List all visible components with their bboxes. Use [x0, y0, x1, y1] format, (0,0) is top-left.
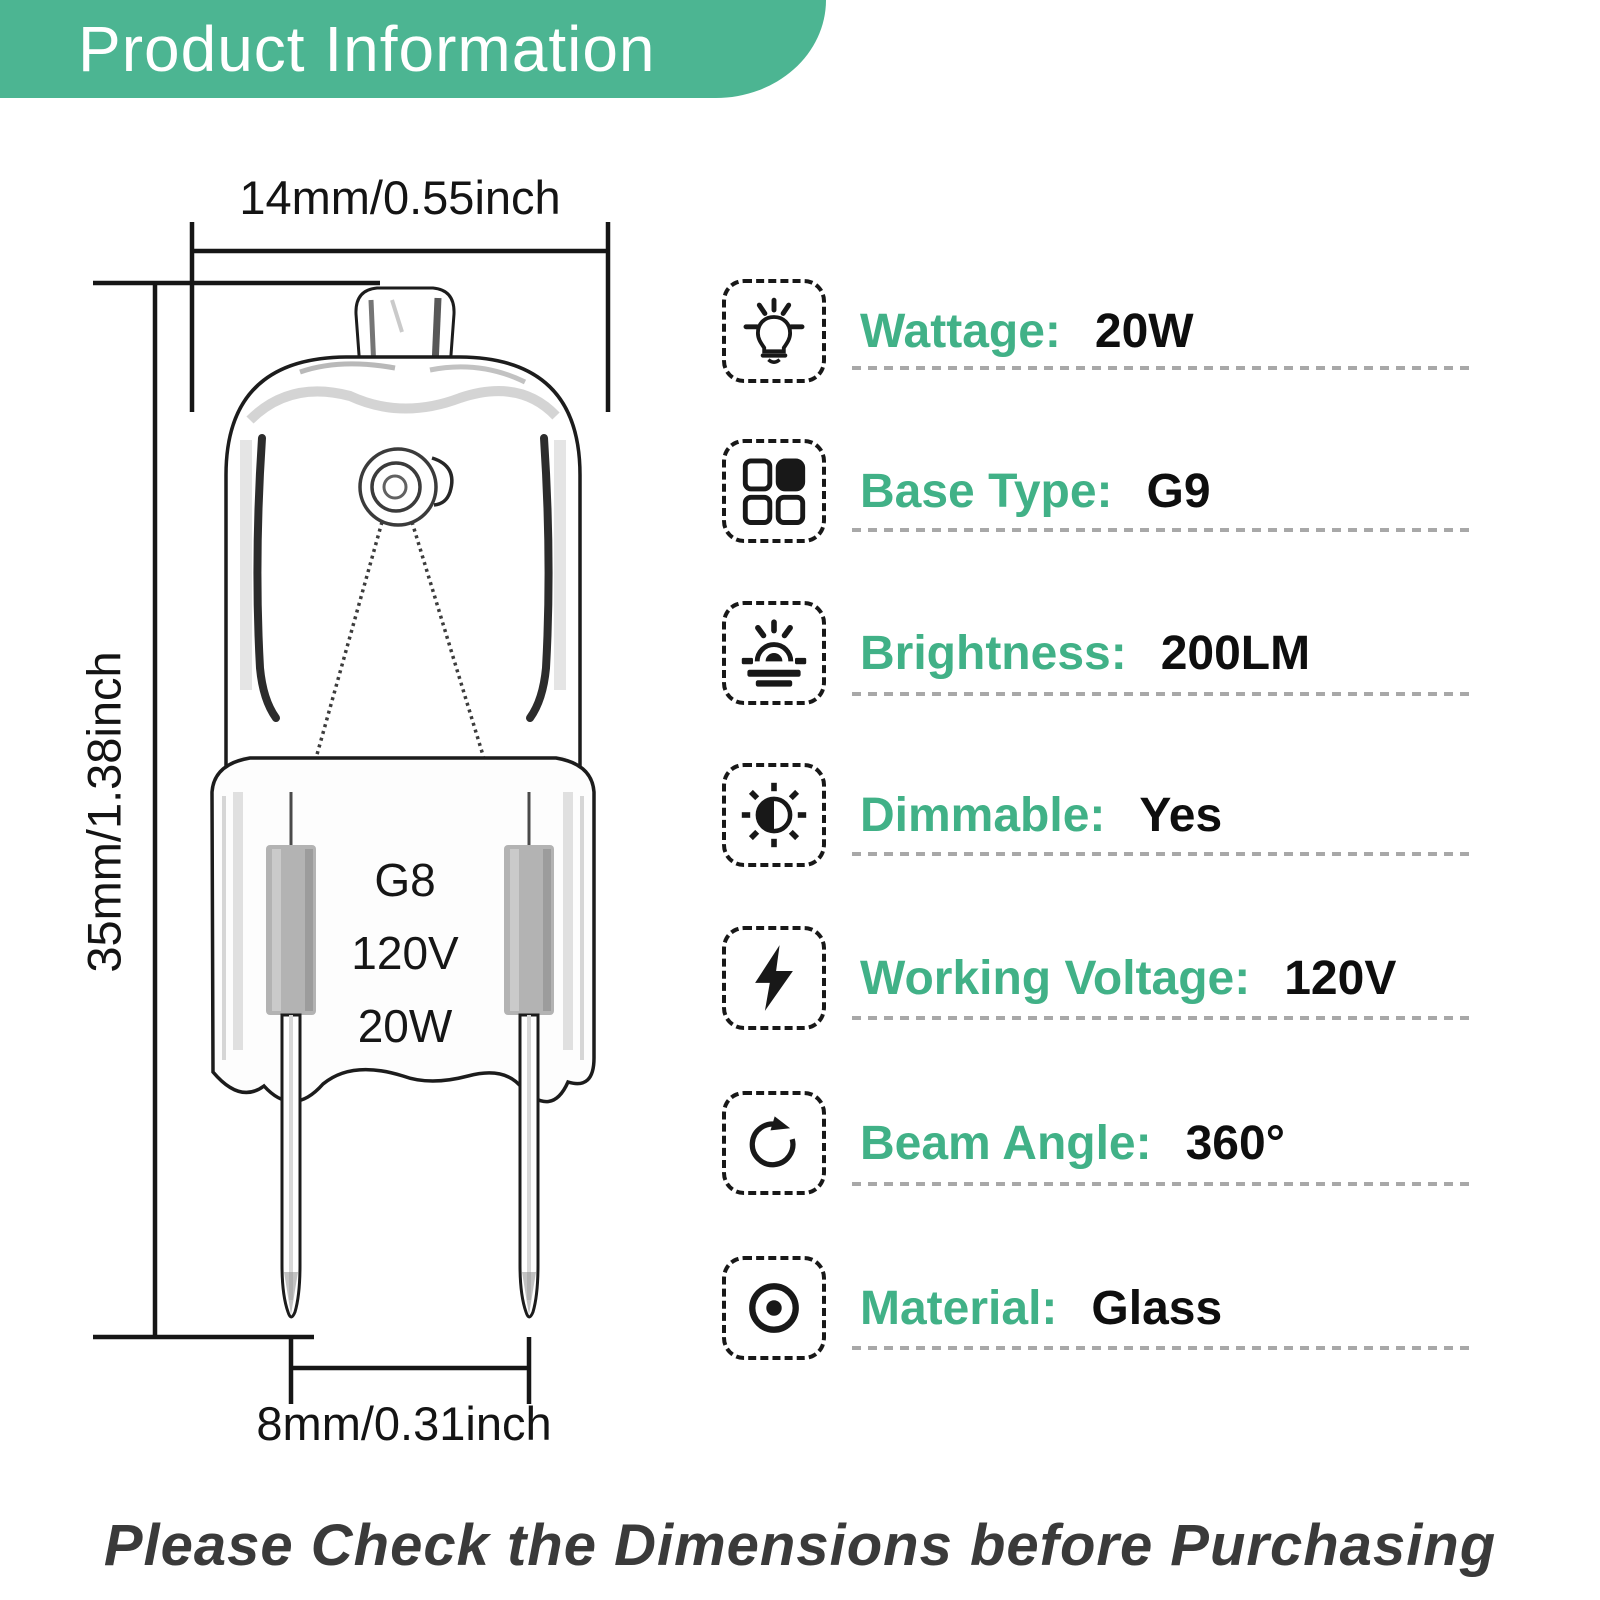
base-grid-icon [722, 439, 826, 543]
bulb-markings: G8 120V 20W [308, 844, 502, 1063]
spec-row-brightness: Brightness: 200LM [722, 600, 1497, 706]
footer-note: Please Check the Dimensions before Purch… [103, 1513, 1497, 1578]
spec-label: Dimmable: [860, 788, 1106, 842]
row-separator [852, 1182, 1472, 1186]
spec-label: Brightness: [860, 626, 1127, 680]
width-dimension-label: 14mm/0.55inch [239, 171, 561, 224]
spec-label: Beam Angle: [860, 1116, 1152, 1170]
spec-label: Wattage: [860, 304, 1061, 358]
spec-row-beam-angle: Beam Angle: 360° [722, 1090, 1497, 1196]
spec-row-material: Material: Glass [722, 1255, 1497, 1361]
voltage-bolt-icon [722, 926, 826, 1030]
spec-row-working-voltage: Working Voltage: 120V [722, 925, 1497, 1031]
spec-value: G9 [1146, 464, 1211, 518]
brightness-icon [722, 601, 826, 705]
row-separator [852, 692, 1472, 696]
spec-value: 200LM [1160, 626, 1311, 680]
spec-label: Working Voltage: [860, 951, 1251, 1005]
bulb-marking-voltage: 120V [351, 927, 459, 979]
spec-row-base-type: Base Type: G9 [722, 438, 1497, 544]
row-separator [852, 852, 1472, 856]
spec-row-dimmable: Dimmable: Yes [722, 762, 1497, 868]
row-separator [852, 1016, 1472, 1020]
spec-value: 20W [1094, 304, 1194, 358]
spec-value: 120V [1284, 951, 1397, 1005]
spec-label: Material: [860, 1281, 1058, 1335]
height-dimension-label: 35mm/1.38inch [77, 651, 131, 973]
page-title: Product Information [78, 13, 656, 85]
row-separator [852, 366, 1472, 370]
wattage-bulb-icon [722, 279, 826, 383]
dimension-lines [93, 222, 611, 1404]
bulb-marking-wattage: 20W [357, 1000, 453, 1052]
spec-label: Base Type: [860, 464, 1113, 518]
spec-value: 360° [1185, 1116, 1285, 1170]
row-separator [852, 528, 1472, 532]
material-icon [722, 1256, 826, 1360]
pin-spacing-dimension-label: 8mm/0.31inch [256, 1397, 552, 1450]
dimmable-icon [722, 763, 826, 867]
spec-value: Yes [1139, 788, 1223, 842]
row-separator [852, 1346, 1472, 1350]
header-banner: Product Information [0, 0, 826, 98]
spec-row-wattage: Wattage: 20W [722, 278, 1497, 384]
beam-angle-icon [722, 1091, 826, 1195]
bulb-illustration [210, 286, 596, 1319]
bulb-marking-model: G8 [374, 854, 436, 906]
spec-value: Glass [1091, 1281, 1223, 1335]
